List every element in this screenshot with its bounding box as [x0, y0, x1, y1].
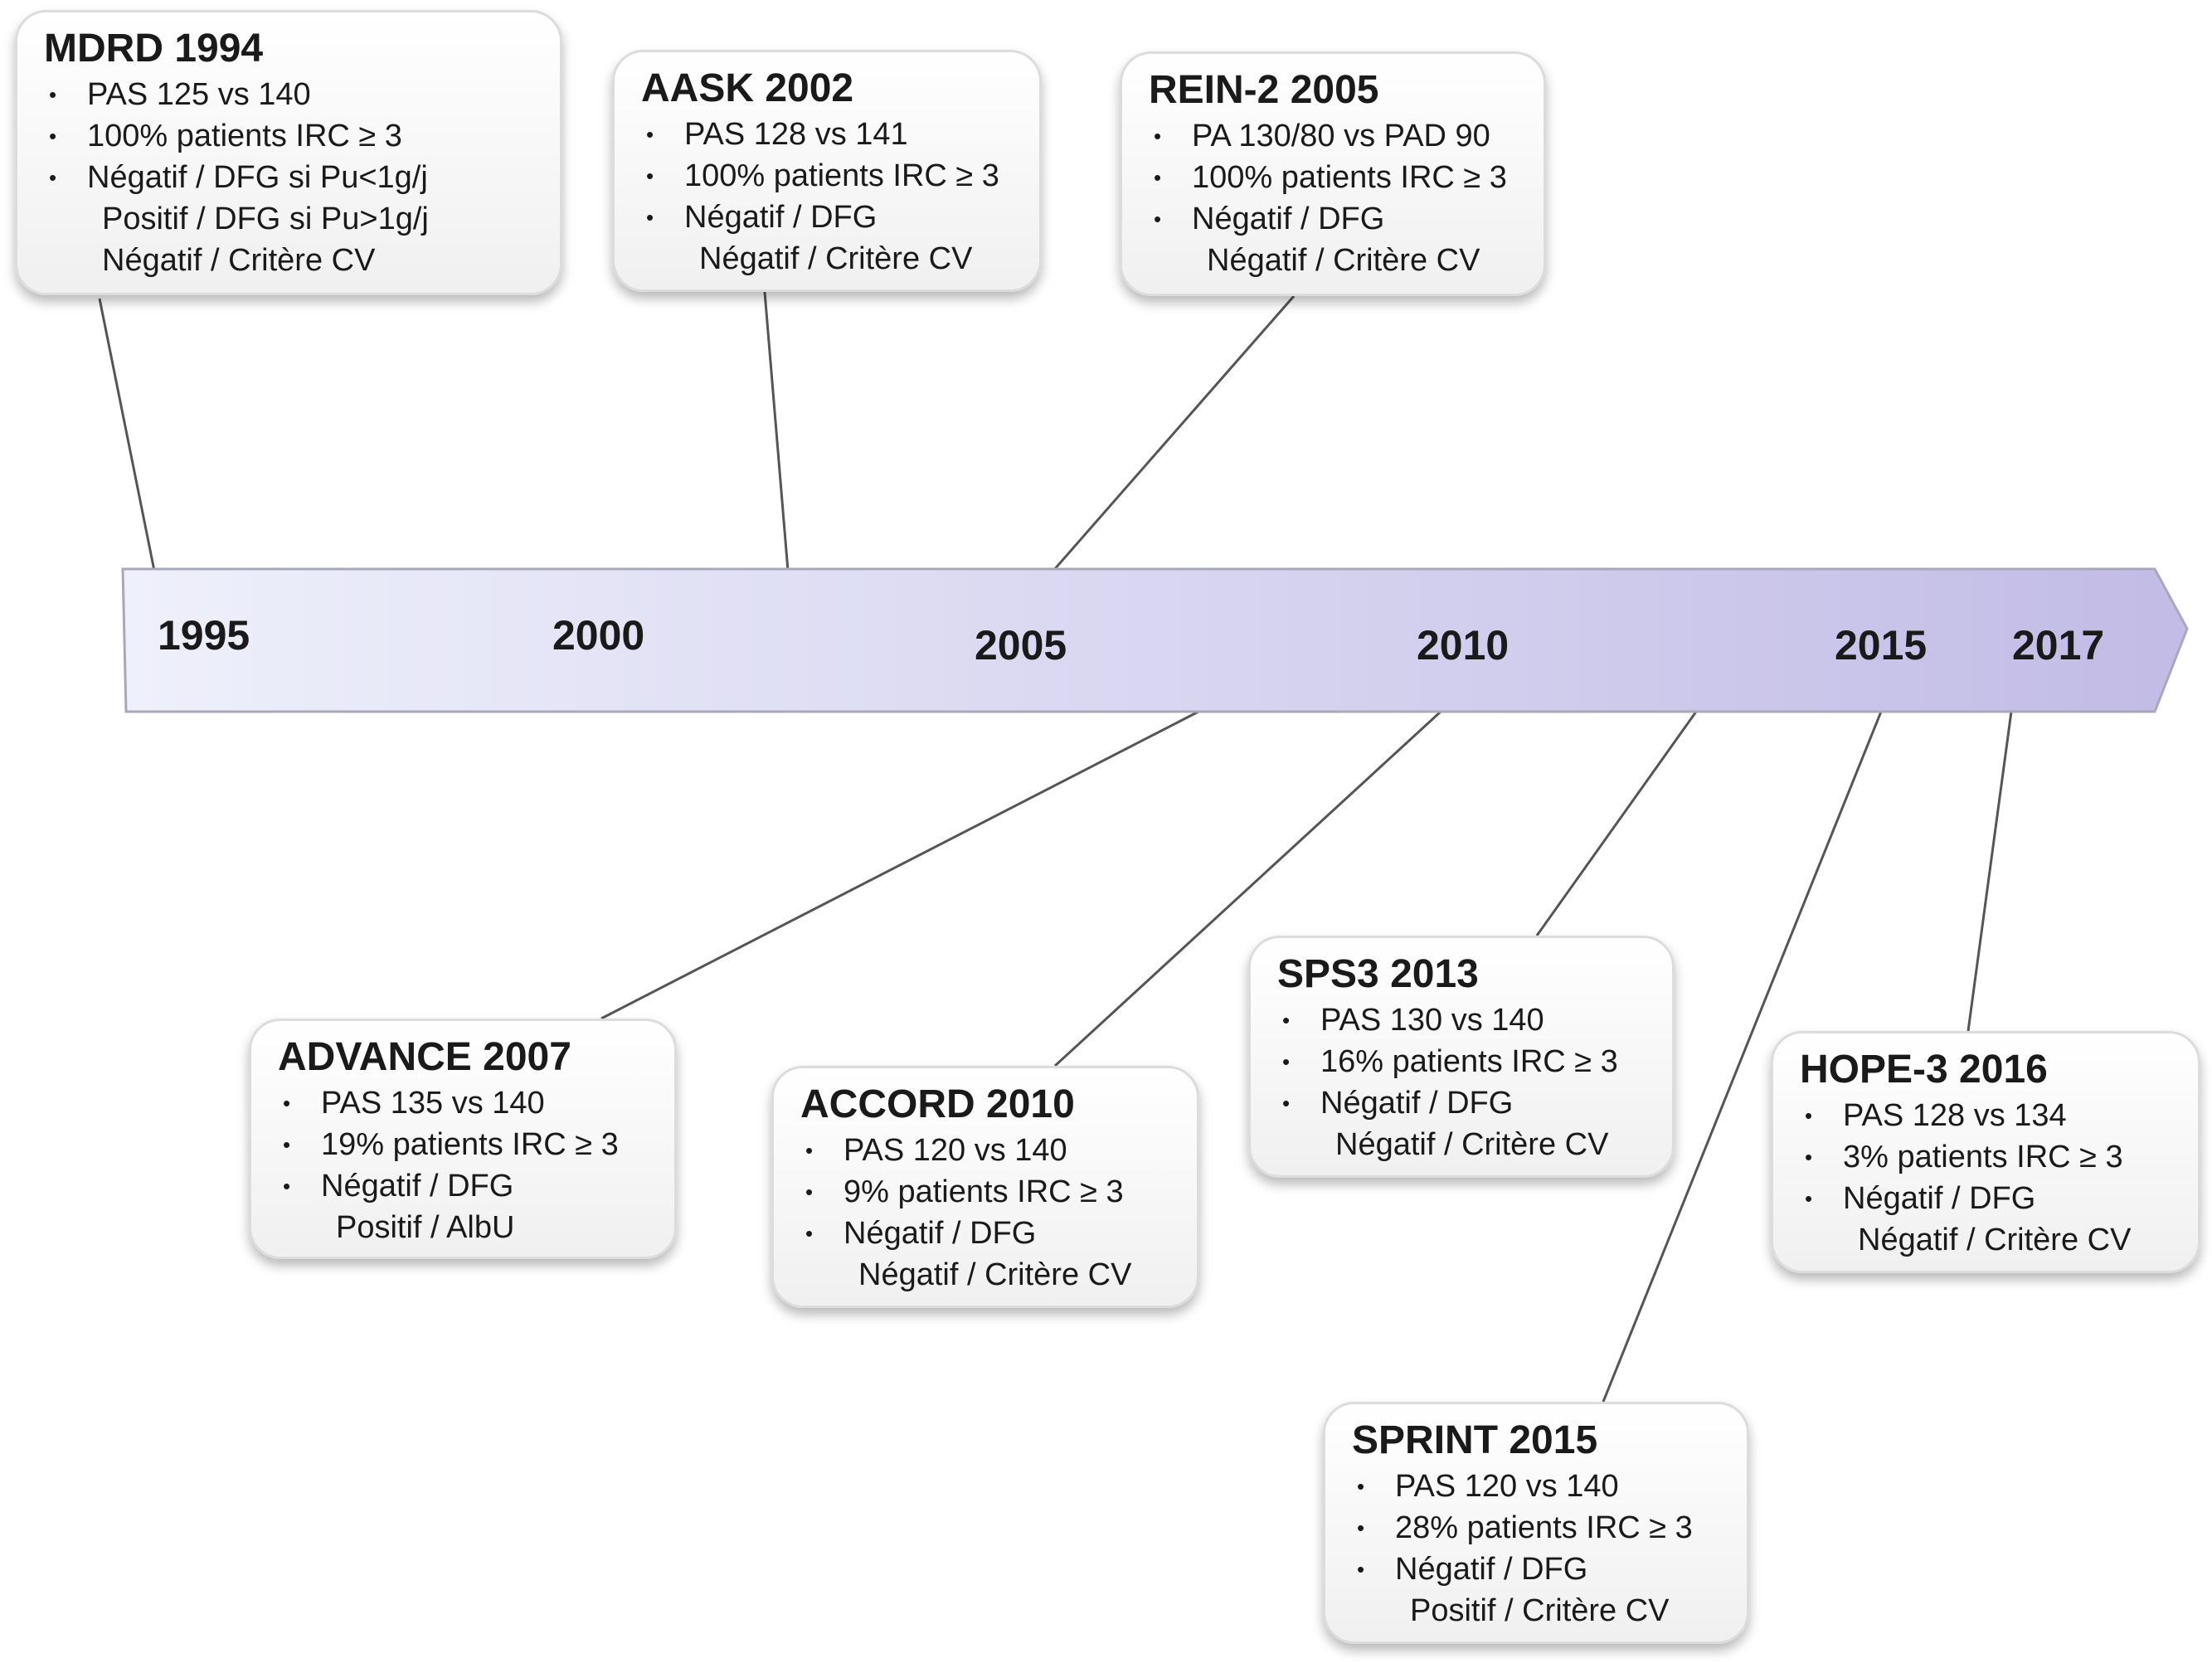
bullet-icon: • — [283, 1132, 291, 1157]
study-title: SPS3 2013 — [1277, 952, 1479, 996]
year-label-2010: 2010 — [1417, 622, 1510, 669]
finding-item: •PAS 120 vs 140 — [800, 1130, 1175, 1171]
bullet-icon: • — [1357, 1557, 1365, 1582]
bullet-icon: • — [283, 1174, 291, 1199]
finding-continuation: Négatif / Critère CV — [858, 1257, 1132, 1292]
finding-item: •28% patients IRC ≥ 3 — [1352, 1507, 1725, 1549]
bullet-icon: • — [283, 1091, 291, 1116]
finding-continuation: Positif / Critère CV — [1410, 1593, 1670, 1628]
study-findings: •PAS 130 vs 140 •16% patients IRC ≥ 3 •N… — [1277, 999, 1650, 1165]
finding-item: •PAS 128 vs 141 — [641, 114, 1018, 155]
finding-item: •Négatif / DFG Négatif / Critère CV — [1149, 198, 1522, 281]
finding-continuation: Positif / AlbU — [336, 1210, 515, 1245]
connector-rein2 — [1052, 295, 1296, 571]
finding-item: •19% patients IRC ≥ 3 — [278, 1124, 653, 1165]
finding-item: •Négatif / DFG Négatif / Critère CV — [1277, 1082, 1650, 1165]
study-card-hope3: HOPE-3 2016 •PAS 128 vs 134 •3% patients… — [1771, 1031, 2200, 1273]
finding-item: •Négatif / DFG si Pu<1g/j Positif / DFG … — [44, 157, 538, 281]
year-label-2000: 2000 — [552, 612, 645, 659]
connector-hope3 — [1966, 711, 2013, 1032]
finding-item: •Négatif / DFG Positif / AlbU — [278, 1165, 653, 1248]
finding-item: •PAS 125 vs 140 — [44, 74, 538, 115]
finding-item: •PAS 135 vs 140 — [278, 1082, 653, 1124]
finding-item: •Négatif / DFG Négatif / Critère CV — [1800, 1178, 2176, 1261]
bullet-icon: • — [1805, 1145, 1813, 1169]
study-title: ACCORD 2010 — [800, 1082, 1075, 1126]
bullet-icon: • — [646, 205, 654, 230]
bullet-icon: • — [1154, 124, 1162, 148]
year-label-2005: 2005 — [975, 622, 1067, 669]
connector-accord — [1053, 710, 1442, 1067]
bullet-icon: • — [1154, 207, 1162, 231]
study-card-rein2: REIN-2 2005 •PA 130/80 vs PAD 90 •100% p… — [1120, 51, 1546, 296]
connector-mdrd — [98, 298, 156, 571]
connector-aask — [763, 291, 790, 571]
finding-item: •100% patients IRC ≥ 3 — [44, 115, 538, 157]
finding-continuation: Négatif / Critère CV — [1207, 243, 1480, 278]
study-findings: •PAS 120 vs 140 •9% patients IRC ≥ 3 •Né… — [800, 1130, 1175, 1296]
finding-item: •Négatif / DFG Positif / Critère CV — [1352, 1549, 1725, 1631]
study-card-mdrd: MDRD 1994 •PAS 125 vs 140 •100% patients… — [15, 10, 562, 295]
study-title: SPRINT 2015 — [1352, 1418, 1598, 1462]
finding-continuation: Négatif / Critère CV — [699, 241, 973, 276]
bullet-icon: • — [1154, 165, 1162, 190]
year-label-2017: 2017 — [2012, 622, 2105, 669]
study-card-advance: ADVANCE 2007 •PAS 135 vs 140 •19% patien… — [249, 1019, 677, 1259]
bullet-icon: • — [1357, 1474, 1365, 1499]
finding-continuation: Négatif / Critère CV — [102, 243, 376, 278]
bullet-icon: • — [1282, 1008, 1291, 1033]
study-findings: •PA 130/80 vs PAD 90 •100% patients IRC … — [1149, 115, 1522, 281]
bullet-icon: • — [1357, 1515, 1365, 1540]
timeline-arrow — [121, 567, 2189, 713]
finding-item: •PAS 130 vs 140 — [1277, 999, 1650, 1041]
finding-item: •16% patients IRC ≥ 3 — [1277, 1041, 1650, 1082]
bullet-icon: • — [1805, 1186, 1813, 1211]
study-findings: •PAS 128 vs 134 •3% patients IRC ≥ 3 •Né… — [1800, 1095, 2176, 1261]
bullet-icon: • — [805, 1179, 814, 1204]
finding-item: •PAS 120 vs 140 — [1352, 1466, 1725, 1507]
study-card-sps3: SPS3 2013 •PAS 130 vs 140 •16% patients … — [1248, 936, 1675, 1178]
year-label-1995: 1995 — [158, 612, 250, 659]
finding-item: •PAS 128 vs 134 — [1800, 1095, 2176, 1136]
bullet-icon: • — [1805, 1103, 1813, 1128]
bullet-icon: • — [805, 1138, 814, 1163]
connector-sprint — [1602, 711, 1883, 1403]
connector-sps3 — [1535, 711, 1698, 936]
year-label-2015: 2015 — [1835, 622, 1928, 669]
study-title: MDRD 1994 — [44, 27, 264, 71]
bullet-icon: • — [805, 1221, 814, 1246]
finding-item: •Négatif / DFG Négatif / Critère CV — [641, 197, 1018, 280]
connector-advance — [600, 710, 1199, 1020]
finding-item: •100% patients IRC ≥ 3 — [1149, 157, 1522, 198]
finding-continuation: Négatif / Critère CV — [1335, 1127, 1609, 1162]
bullet-icon: • — [49, 124, 57, 148]
bullet-icon: • — [646, 122, 654, 147]
finding-continuation: Positif / DFG si Pu>1g/j — [102, 202, 429, 236]
finding-item: •Négatif / DFG Négatif / Critère CV — [800, 1213, 1175, 1296]
study-findings: •PAS 120 vs 140 •28% patients IRC ≥ 3 •N… — [1352, 1466, 1725, 1631]
finding-item: •3% patients IRC ≥ 3 — [1800, 1136, 2176, 1178]
study-card-aask: AASK 2002 •PAS 128 vs 141 •100% patients… — [612, 50, 1042, 292]
bullet-icon: • — [1282, 1049, 1291, 1074]
study-findings: •PAS 128 vs 141 •100% patients IRC ≥ 3 •… — [641, 114, 1018, 280]
bullet-icon: • — [49, 165, 57, 190]
finding-item: •PA 130/80 vs PAD 90 — [1149, 115, 1522, 157]
study-title: HOPE-3 2016 — [1800, 1048, 2048, 1092]
study-card-accord: ACCORD 2010 •PAS 120 vs 140 •9% patients… — [771, 1066, 1199, 1308]
bullet-icon: • — [1282, 1091, 1291, 1116]
study-title: REIN-2 2005 — [1149, 68, 1379, 112]
study-title: AASK 2002 — [641, 66, 854, 110]
study-findings: •PAS 135 vs 140 •19% patients IRC ≥ 3 •N… — [278, 1082, 653, 1248]
study-findings: •PAS 125 vs 140 •100% patients IRC ≥ 3 •… — [44, 74, 538, 281]
bullet-icon: • — [49, 82, 57, 107]
bullet-icon: • — [646, 163, 654, 188]
finding-item: •100% patients IRC ≥ 3 — [641, 155, 1018, 197]
study-title: ADVANCE 2007 — [278, 1035, 571, 1079]
study-card-sprint: SPRINT 2015 •PAS 120 vs 140 •28% patient… — [1323, 1402, 1749, 1644]
finding-item: •9% patients IRC ≥ 3 — [800, 1171, 1175, 1213]
finding-continuation: Négatif / Critère CV — [1858, 1223, 2132, 1257]
